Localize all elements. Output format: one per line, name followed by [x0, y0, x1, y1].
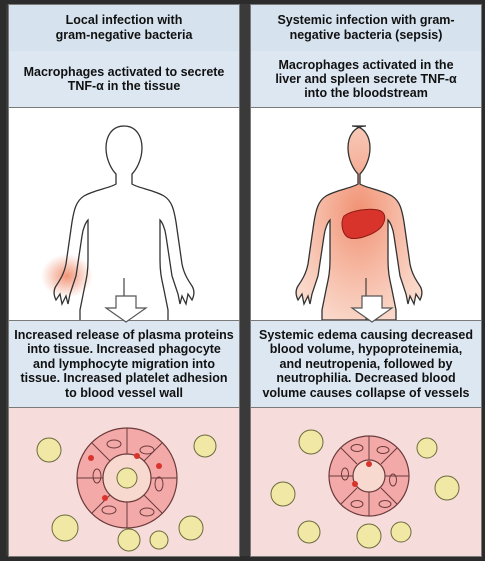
systemic-infection-panel: Systemic infection with gram- negative b… — [250, 4, 482, 557]
systemic-vessel-illustration — [251, 408, 481, 556]
down-arrow-icon — [350, 294, 394, 324]
systemic-macrophage-step: Macrophages activated in the liver and s… — [251, 51, 481, 108]
local-infection-title: Local infection with gram-negative bacte… — [9, 5, 239, 52]
human-body-outline-icon — [9, 108, 239, 320]
local-body-illustration — [9, 108, 239, 320]
down-arrow-icon — [104, 294, 148, 324]
human-body-sepsis-icon — [251, 108, 481, 320]
local-vessel-illustration — [9, 408, 239, 556]
local-macrophage-step: Macrophages activated to secrete TNF-α i… — [9, 51, 239, 108]
blood-vessel-cross-section-icon — [9, 408, 239, 556]
collapsed-vessel-cross-section-icon — [251, 408, 481, 556]
systemic-infection-title: Systemic infection with gram- negative b… — [251, 5, 481, 52]
systemic-effects-step: Systemic edema causing decreased blood v… — [251, 320, 481, 408]
local-infection-panel: Local infection with gram-negative bacte… — [8, 4, 240, 557]
local-effects-step: Increased release of plasma proteins int… — [9, 320, 239, 408]
systemic-body-illustration — [251, 108, 481, 320]
